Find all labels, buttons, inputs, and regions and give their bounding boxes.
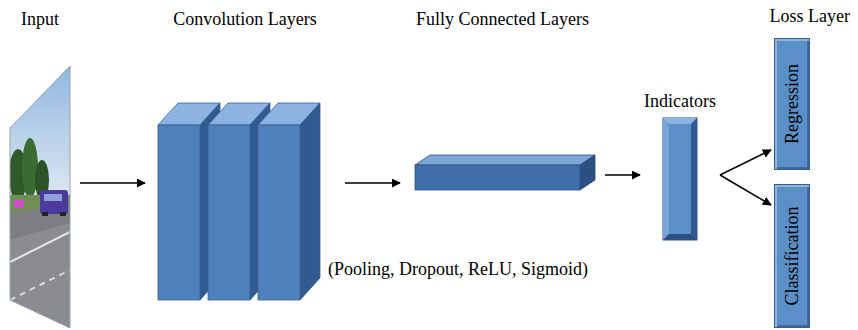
block-heading: Convolution Layers: [148, 8, 342, 30]
classification-box: Classification: [774, 184, 810, 328]
box-label: Classification: [781, 207, 803, 306]
indicators-block: Indicators: [643, 90, 717, 242]
input-image-block: Input: [3, 8, 77, 328]
flow-arrow: [80, 182, 145, 184]
block-heading: Input: [3, 8, 77, 30]
flow-arrow: [605, 174, 640, 176]
input-image: [8, 60, 74, 330]
flow-arrow: [720, 175, 771, 205]
indicator-bar: [663, 118, 697, 240]
fc-bar: [415, 155, 595, 190]
conv-layers-block: Convolution Layers: [148, 8, 342, 305]
section-label: Loss Layer: [770, 5, 850, 27]
layer-ops-note: (Pooling, Dropout, ReLU, Sigmoid): [328, 258, 588, 280]
block-heading: Indicators: [643, 90, 717, 112]
flow-arrow: [720, 150, 771, 175]
flow-arrow: [345, 182, 400, 184]
regression-box: Regression: [774, 38, 810, 170]
block-heading: Fully Connected Layers: [403, 8, 602, 30]
fc-layers-block: Fully Connected Layers: [403, 8, 602, 195]
conv-slabs: [158, 103, 320, 300]
box-label: Regression: [781, 64, 803, 144]
